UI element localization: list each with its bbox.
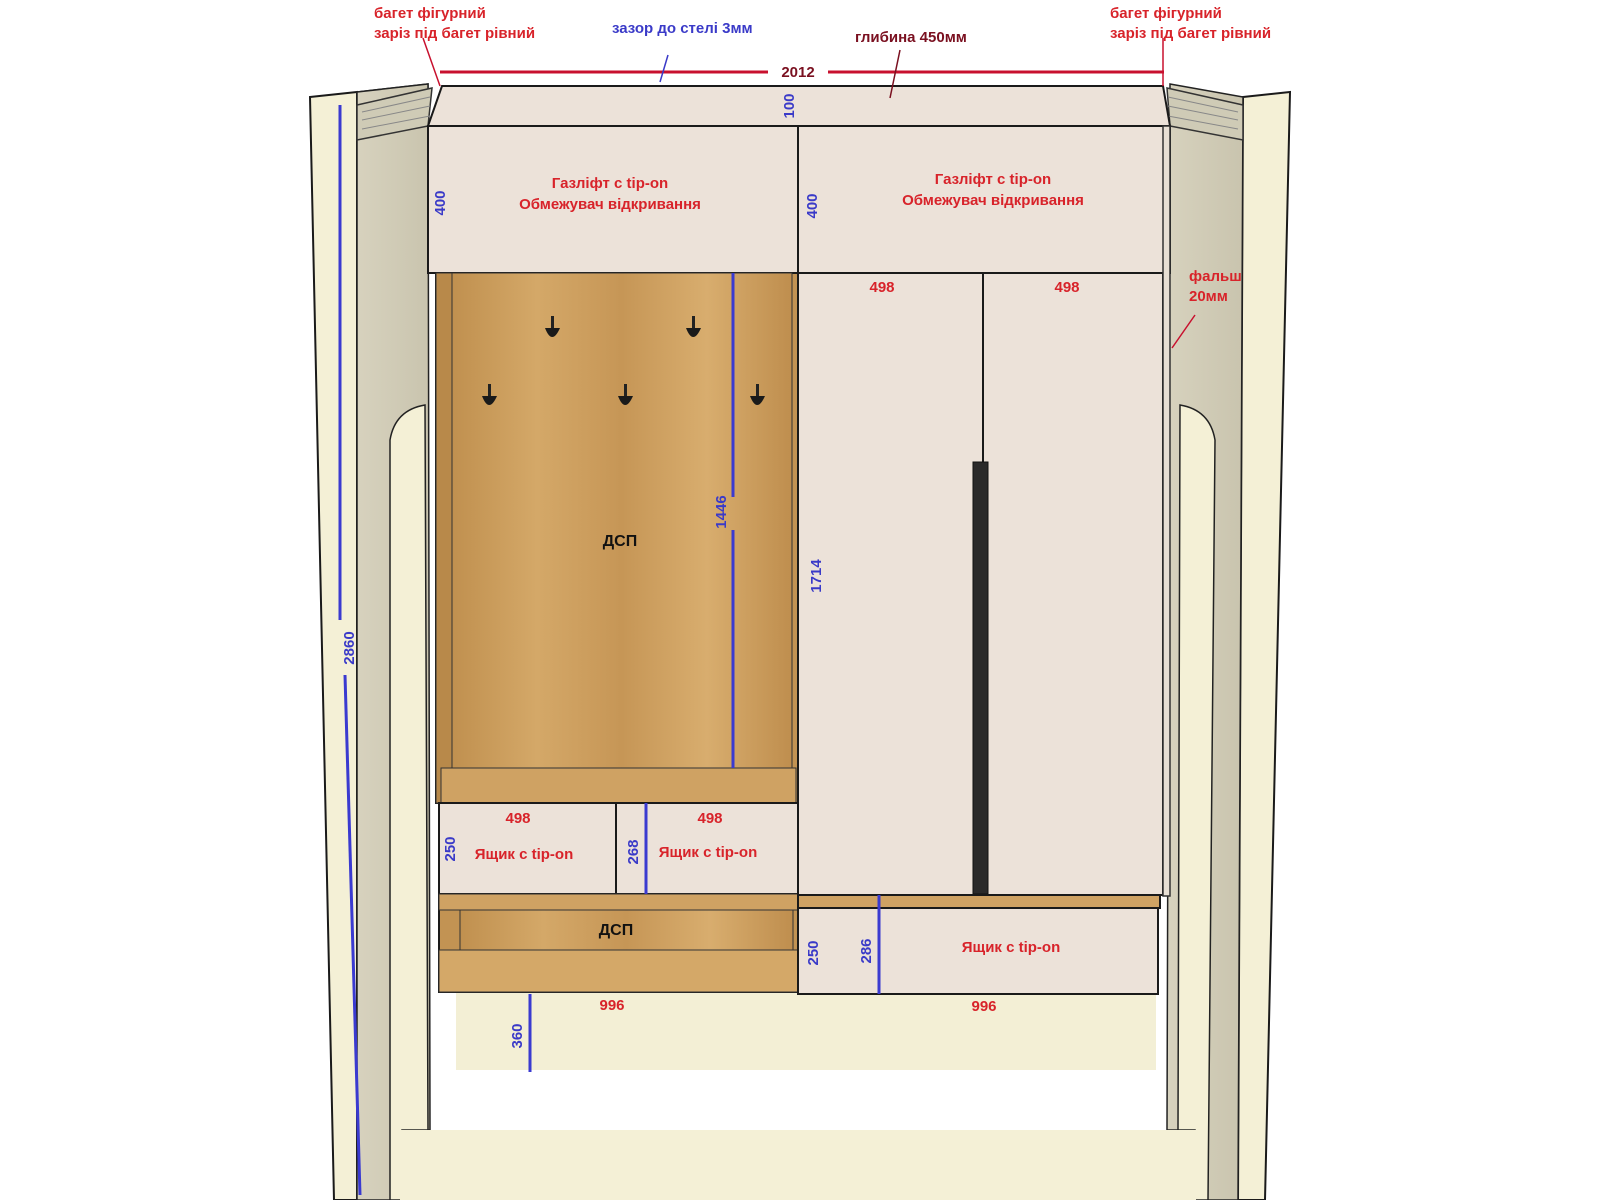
ceiling-gap-note: зазор до стелі 3мм [612, 20, 753, 37]
drawer-left-label: Ящик с tip-on [475, 846, 574, 863]
hanger-niche [435, 272, 799, 804]
bottom-gap-height: 286 [858, 938, 875, 963]
plinth-height: 360 [509, 1023, 526, 1048]
total-height: 2860 [341, 631, 358, 664]
wardrobe-door-height: 1714 [808, 559, 825, 593]
bottom-left-width: 996 [599, 997, 624, 1014]
upper-left-label-1: Газліфт с tip-on [552, 175, 668, 192]
door-handle [972, 461, 989, 895]
drawer-gap-height: 268 [625, 839, 642, 864]
drawer-right-width: 498 [697, 810, 722, 827]
lower-shelf-material-label: ДСП [599, 922, 633, 939]
depth-note: глибина 450мм [855, 29, 967, 46]
right-wall [1166, 83, 1292, 1200]
left-bagget-note-1: багет фігурний [374, 5, 486, 22]
upper-left-height: 400 [432, 190, 449, 215]
drawer-right-label: Ящик с tip-on [659, 844, 758, 861]
right-cornice [1166, 87, 1244, 141]
drawer-left-height: 250 [442, 836, 459, 861]
bottom-drawer-height: 250 [805, 940, 822, 965]
left-cornice [356, 87, 433, 141]
drawer-left-width: 498 [505, 810, 530, 827]
door-width-right: 498 [1054, 279, 1079, 296]
door-width-left: 498 [869, 279, 894, 296]
wardrobe-door-right [982, 272, 1164, 896]
false-panel [1162, 125, 1171, 897]
width-dimension: 2012 [781, 64, 814, 81]
height-dimension-bottom [343, 674, 362, 1196]
upper-right-label-2: Обмежувач відкривання [902, 192, 1084, 209]
top-panel [426, 85, 1172, 127]
plinth-floor [456, 990, 1156, 1070]
hook-icon [686, 316, 701, 337]
upper-right-label-1: Газліфт с tip-on [935, 171, 1051, 188]
floor [400, 1130, 1196, 1200]
false-panel-note-2: 20мм [1189, 288, 1228, 305]
upper-right-height: 400 [804, 193, 821, 218]
lower-open-shelf [438, 893, 799, 993]
hook-icon [618, 384, 633, 405]
top-panel-height: 100 [781, 93, 798, 118]
coat-hooks [482, 316, 765, 405]
niche-material-label: ДСП [603, 533, 637, 550]
hook-icon [482, 384, 497, 405]
upper-right-lift-door [797, 125, 1171, 274]
left-wall [308, 83, 431, 1200]
hook-icon [545, 316, 560, 337]
width-dimension-bg [768, 60, 828, 82]
bottom-drawer-label: Ящик с tip-on [962, 939, 1061, 956]
leader-lines [422, 37, 1196, 349]
false-panel-note-1: фальш [1189, 268, 1242, 285]
upper-left-label-2: Обмежувач відкривання [519, 196, 701, 213]
dimension-lines [338, 105, 881, 1196]
shelf-strip [797, 894, 1161, 909]
wardrobe-door-left [797, 272, 984, 896]
drawer-left [438, 802, 617, 895]
right-bagget-note-1: багет фігурний [1110, 5, 1222, 22]
bottom-right-width: 996 [971, 998, 996, 1015]
hook-icon [750, 384, 765, 405]
left-bagget-note-2: заріз під багет рівний [374, 25, 535, 42]
upper-left-lift-door [427, 125, 799, 274]
niche-height: 1446 [713, 495, 730, 528]
bottom-drawer [797, 907, 1159, 995]
right-bagget-note-2: заріз під багет рівний [1110, 25, 1271, 42]
